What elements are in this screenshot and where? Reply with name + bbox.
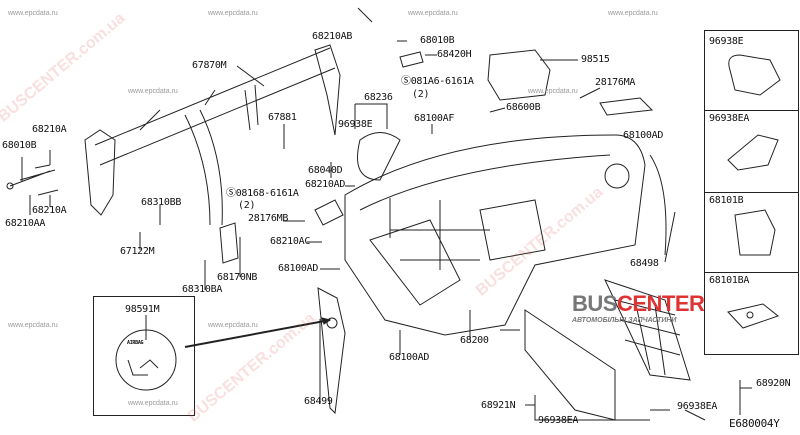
- part-label: 96938EA: [538, 415, 579, 426]
- passenger-airbag-98515: [399, 49, 654, 116]
- part-label: 68010B: [420, 35, 455, 46]
- part-label: 68170NB: [217, 272, 258, 283]
- part-label: 68210A: [32, 124, 67, 135]
- part-label: Ⓢ081A6-6161A: [401, 76, 474, 87]
- part-label: 68010B: [2, 140, 37, 151]
- steering-member-67870M: [84, 44, 341, 226]
- watermark-site: www.epcdata.ru: [8, 10, 58, 17]
- panel-label: 96938EA: [709, 113, 750, 124]
- buscenter-logo: BUSCENTER АВТОМОБІЛЬНІ ЗАПЧАСТИНИ: [572, 291, 705, 325]
- part-label: 98515: [581, 54, 610, 65]
- part-label: Ⓢ08168-6161A: [226, 188, 299, 199]
- logo-bus: BUS: [572, 291, 617, 316]
- part-label: 68210AB: [312, 31, 353, 42]
- part-label: 68100AD: [623, 130, 664, 141]
- part-label: 68210AC: [270, 236, 311, 247]
- watermark-site: www.epcdata.ru: [128, 400, 178, 407]
- part-label: 68921N: [481, 400, 516, 411]
- part-label: 68210AD: [305, 179, 346, 190]
- part-label: 28176MA: [595, 77, 636, 88]
- watermark-site: www.epcdata.ru: [408, 10, 458, 17]
- panel-label: 68101BA: [709, 275, 750, 286]
- part-label: 67881: [268, 112, 297, 123]
- watermark-site: www.epcdata.ru: [8, 322, 58, 329]
- part-label: 68100AF: [414, 113, 455, 124]
- clip-detail-panel: [704, 30, 799, 355]
- part-label: 28176MB: [248, 213, 289, 224]
- part-label: 68100AD: [278, 263, 319, 274]
- part-label: 68200: [460, 335, 489, 346]
- part-label: 68210A: [32, 205, 67, 216]
- panel-section-68101B: [705, 193, 798, 273]
- logo-subtitle: АВТОМОБІЛЬНІ ЗАПЧАСТИНИ: [572, 317, 677, 324]
- lower-panels: [219, 199, 691, 421]
- part-label: 96938EA: [677, 401, 718, 412]
- part-label: 96938E: [338, 119, 373, 130]
- part-label: 68310BA: [182, 284, 223, 295]
- watermark-site: www.epcdata.ru: [608, 10, 658, 17]
- watermark-site: www.epcdata.ru: [528, 88, 578, 95]
- watermark-site: www.epcdata.ru: [128, 88, 178, 95]
- part-qty: (2): [412, 89, 430, 100]
- part-label: 68498: [630, 258, 659, 269]
- part-label: 68499: [304, 396, 333, 407]
- part-label: 68600B: [506, 102, 541, 113]
- watermark-site: www.epcdata.ru: [208, 322, 258, 329]
- watermark-site: www.epcdata.ru: [208, 10, 258, 17]
- airbag-text: AIRBAG: [127, 340, 144, 346]
- part-label: 68100AD: [389, 352, 430, 363]
- panel-label: 68101B: [709, 195, 744, 206]
- panel-label: 96938E: [709, 36, 744, 47]
- clip-illustrations: [727, 54, 781, 329]
- panel-section-96938EA: [705, 111, 798, 193]
- part-label: 68920N: [756, 378, 791, 389]
- bolts-left: [6, 150, 59, 215]
- part-label: 68310BB: [141, 197, 182, 208]
- panel-section-96938E: [705, 31, 798, 111]
- part-label: 68040D: [308, 165, 343, 176]
- leader-lines: [139, 7, 752, 421]
- part-label: 68236: [364, 92, 393, 103]
- airbag-label-inset: [93, 296, 195, 416]
- logo-center: CENTER: [616, 291, 705, 316]
- airbag-label-decal: [115, 315, 177, 391]
- part-label: 98591M: [125, 304, 160, 315]
- part-label: 68210AA: [5, 218, 46, 229]
- diagram-code: E680004Y: [729, 417, 780, 430]
- part-label: 68420H: [437, 49, 472, 60]
- instrument-panel-68200: [344, 132, 667, 336]
- part-label: 67122M: [120, 246, 155, 257]
- part-qty: (2): [238, 200, 256, 211]
- part-label: 67870M: [192, 60, 227, 71]
